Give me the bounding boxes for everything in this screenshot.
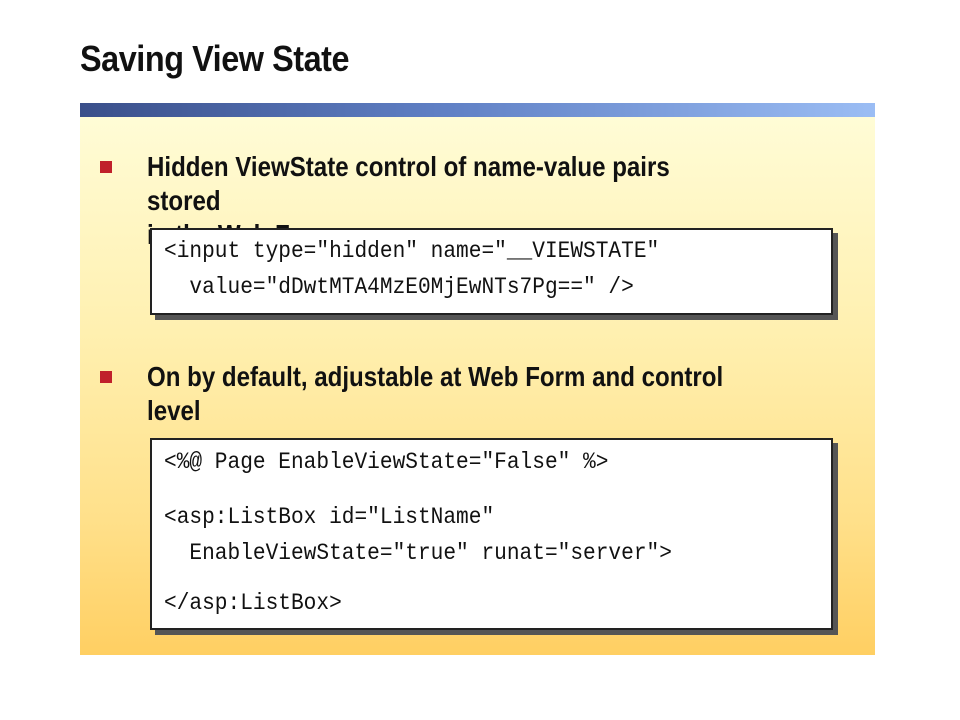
code-box-enable-viewstate: <%@ Page EnableViewState="False" %> <asp… [150,438,833,630]
slide-title: Saving View State [80,38,350,79]
bullet-square-icon [100,371,112,383]
code-box-viewstate-input: <input type="hidden" name="__VIEWSTATE" … [150,228,833,315]
code-line: </asp:ListBox> [164,590,342,616]
code-line: EnableViewState="true" runat="server"> [164,540,672,566]
code-line: <input type="hidden" name="__VIEWSTATE" [164,238,660,264]
bullet-on-by-default: On by default, adjustable at Web Form an… [100,360,800,430]
bullet-text: On by default, adjustable at Web Form an… [147,360,732,428]
code-line: <asp:ListBox id="ListName" [164,504,495,530]
bullet-line: level [147,395,201,426]
bullet-line: On by default, adjustable at Web Form an… [147,361,724,392]
bullet-square-icon [100,161,112,173]
bullet-line: Hidden ViewState control of name-value p… [147,151,670,216]
code-line: value="dDwtMTA4MzE0MjEwNTs7Pg==" /> [164,274,634,300]
bullet-hidden-viewstate: Hidden ViewState control of name-value p… [100,150,800,250]
code-line: <%@ Page EnableViewState="False" %> [164,449,609,475]
title-underline-bar [80,103,875,117]
